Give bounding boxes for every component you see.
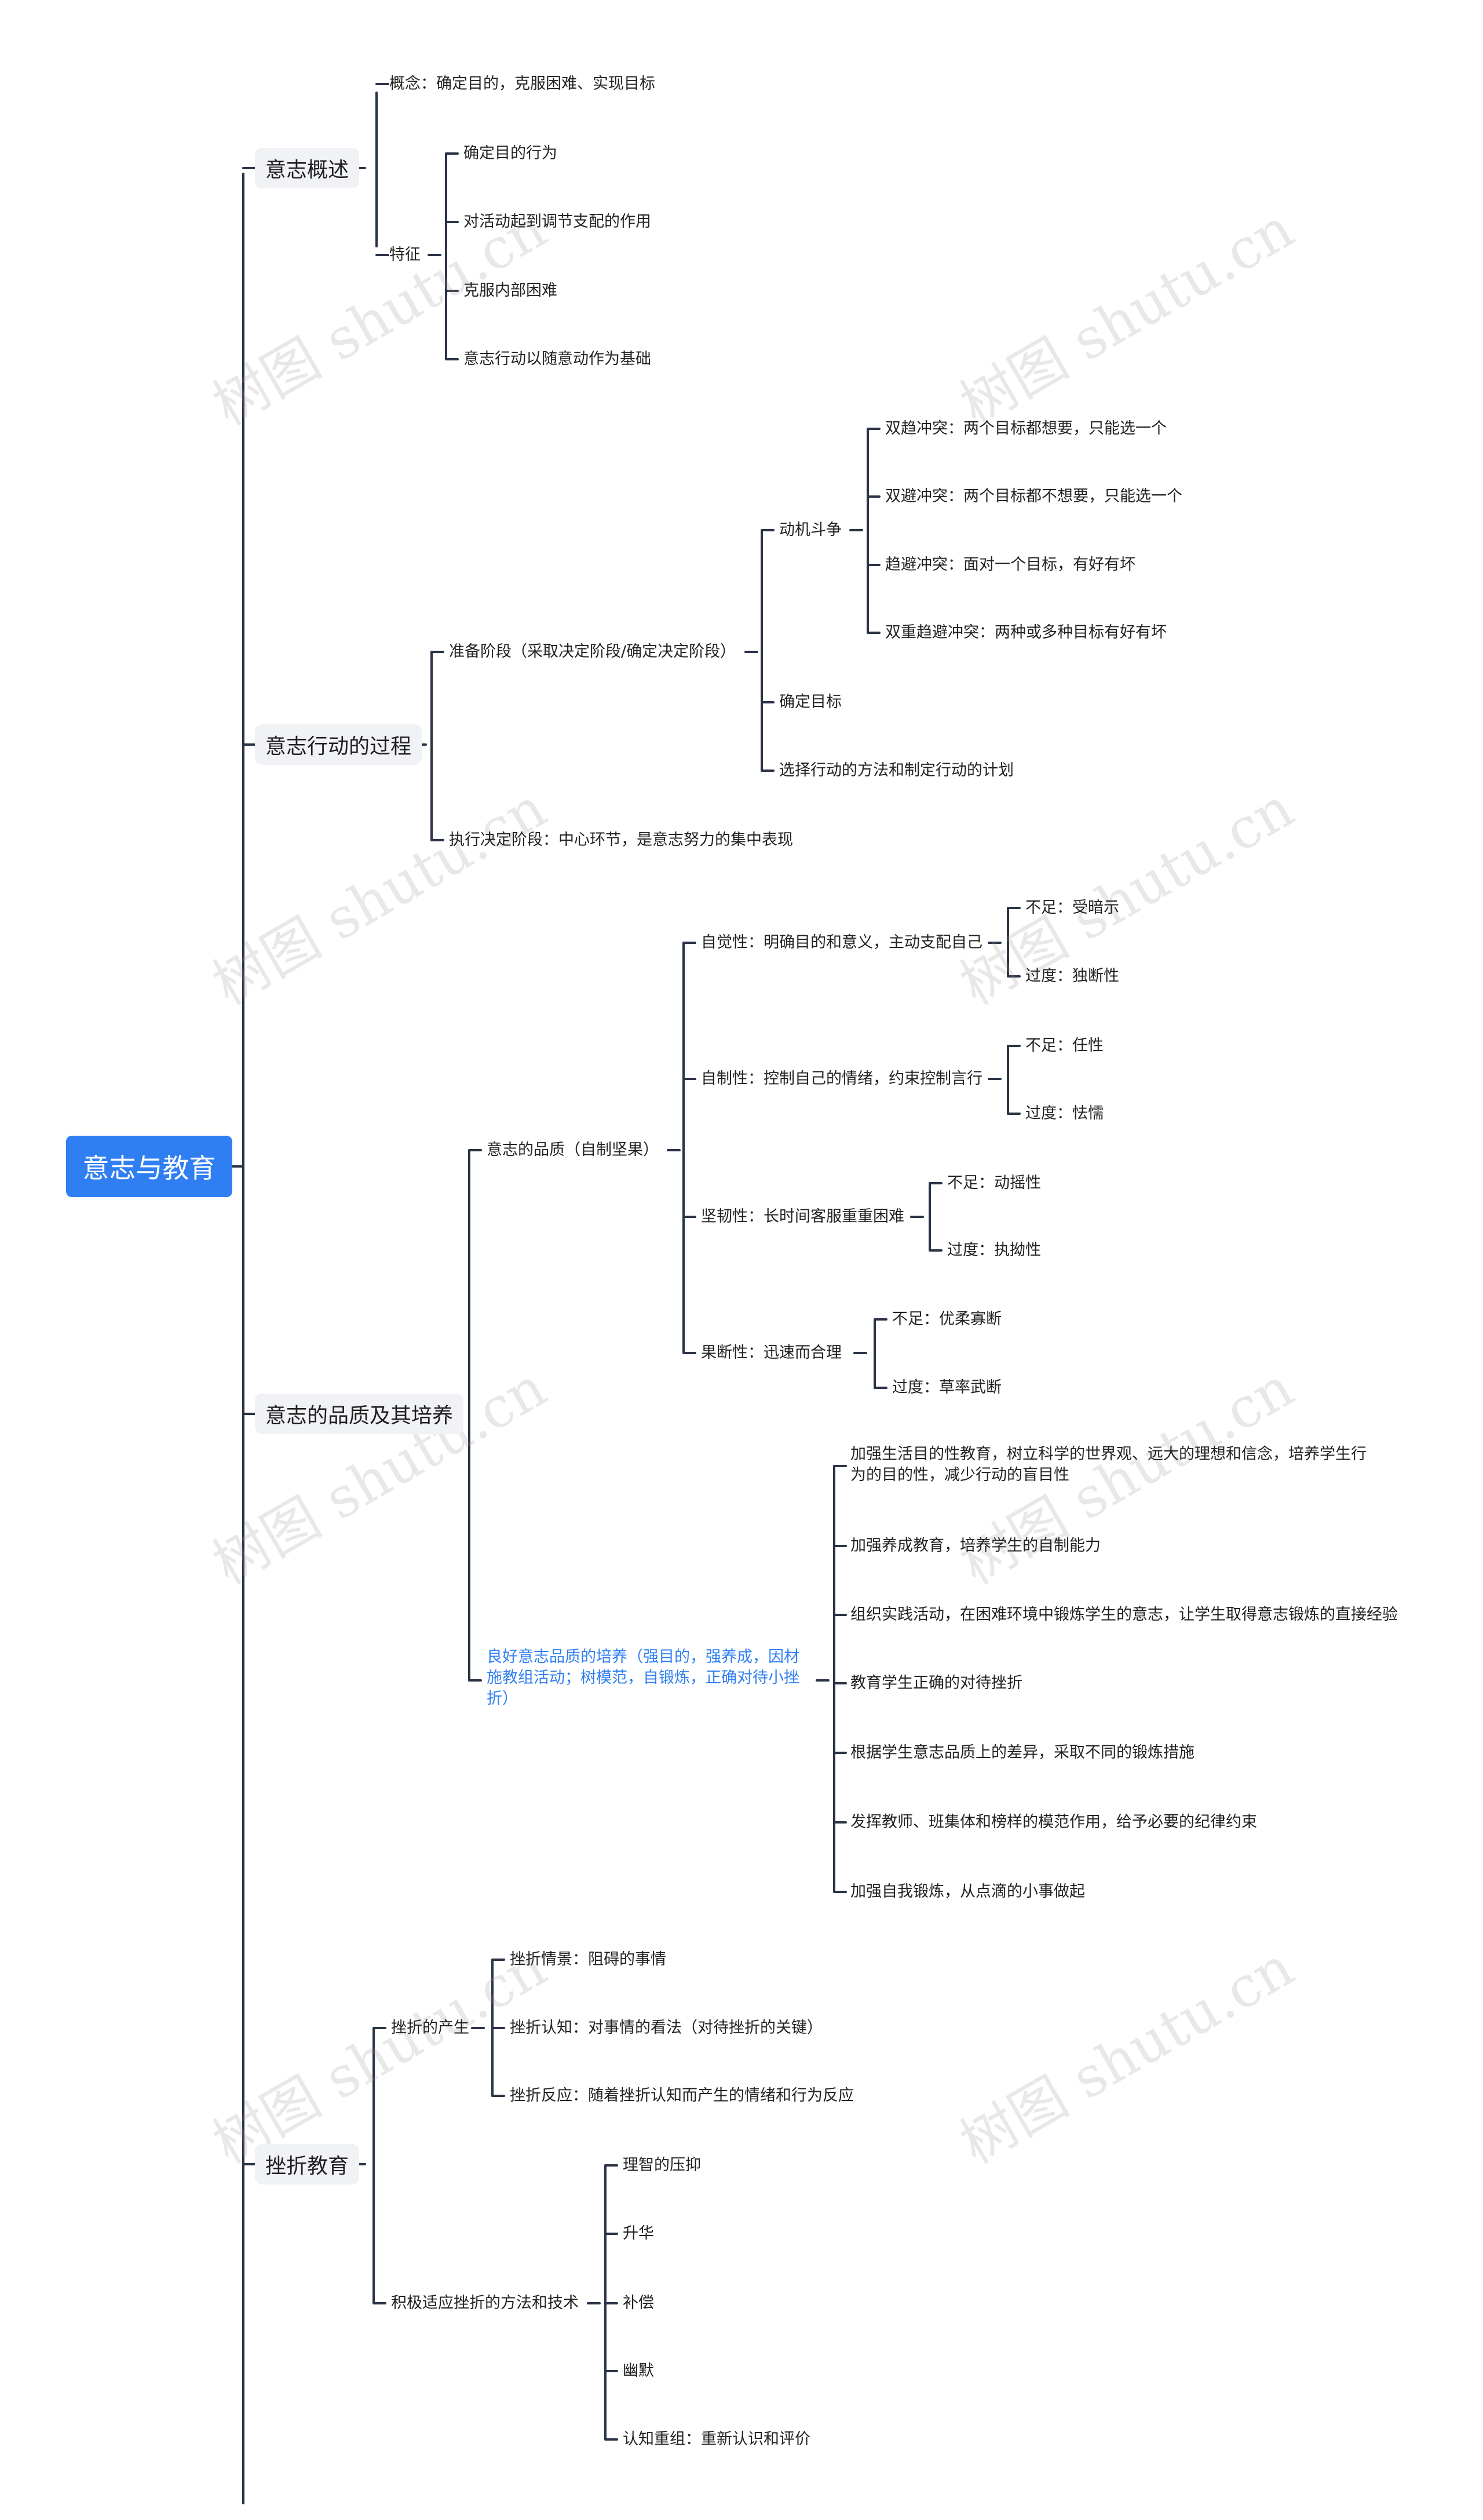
root-node[interactable]: 意志与教育 xyxy=(66,1136,232,1197)
quality-tenacity[interactable]: 坚韧性：长时间客服重重困难 xyxy=(701,1208,904,1226)
adapt-item[interactable]: 升华 xyxy=(623,2224,654,2242)
method-item[interactable]: 教育学生正确的对待挫折 xyxy=(850,1674,1022,1692)
quality-excess[interactable]: 过度：独断性 xyxy=(1025,967,1119,985)
feature-item[interactable]: 确定目的行为 xyxy=(463,144,557,162)
conflict-item[interactable]: 趋避冲突：面对一个目标，有好有坏 xyxy=(885,556,1135,574)
conflict-item[interactable]: 双重趋避冲突：两种或多种目标有好有坏 xyxy=(885,623,1167,641)
origin-item[interactable]: 挫折认知：对事情的看法（对待挫折的关键） xyxy=(510,2019,823,2037)
method-item[interactable]: 加强自我锻炼，从点滴的小事做起 xyxy=(850,1883,1085,1901)
adapt-item[interactable]: 补偿 xyxy=(623,2294,654,2312)
quality-lack[interactable]: 不足：优柔寡断 xyxy=(892,1310,1002,1328)
quality-lack[interactable]: 不足：任性 xyxy=(1025,1037,1104,1055)
adapt-item[interactable]: 认知重组：重新认识和评价 xyxy=(623,2430,810,2448)
quality-excess[interactable]: 过度：草率武断 xyxy=(892,1378,1002,1396)
process-prep[interactable]: 准备阶段（采取决定阶段/确定决定阶段） xyxy=(449,643,736,661)
quality-node[interactable]: 意志的品质（自制坚果） xyxy=(487,1141,659,1159)
quality-decisiveness[interactable]: 果断性：迅速而合理 xyxy=(701,1344,842,1362)
quality-lack[interactable]: 不足：受暗示 xyxy=(1025,899,1119,917)
feature-item[interactable]: 克服内部困难 xyxy=(463,282,557,300)
quality-excess[interactable]: 过度：怯懦 xyxy=(1025,1104,1104,1122)
feature-item[interactable]: 意志行动以随意动作为基础 xyxy=(463,350,651,368)
branch-frustration[interactable]: 挫折教育 xyxy=(255,2144,360,2185)
method-item[interactable]: 组织实践活动，在困难环境中锻炼学生的意志，让学生取得意志锻炼的直接经验 xyxy=(850,1606,1398,1624)
conflict-item[interactable]: 双避冲突：两个目标都不想要，只能选一个 xyxy=(885,487,1182,505)
process-motive[interactable]: 动机斗争 xyxy=(779,521,842,539)
method-item[interactable]: 加强养成教育，培养学生的自制能力 xyxy=(850,1537,1101,1555)
process-exec[interactable]: 执行决定阶段：中心环节，是意志努力的集中表现 xyxy=(449,831,793,849)
frustration-origin[interactable]: 挫折的产生 xyxy=(391,2019,469,2037)
overview-feature[interactable]: 特征 xyxy=(389,246,421,264)
process-goal[interactable]: 确定目标 xyxy=(779,693,842,711)
process-plan[interactable]: 选择行动的方法和制定行动的计划 xyxy=(779,761,1014,779)
quality-consciousness[interactable]: 自觉性：明确目的和意义，主动支配自己 xyxy=(701,933,982,951)
adapt-item[interactable]: 幽默 xyxy=(623,2362,654,2380)
method-item[interactable]: 加强生活目的性教育，树立科学的世界观、远大的理想和信念，培养学生行为的目的性，减… xyxy=(850,1445,1367,1484)
origin-item[interactable]: 挫折情景：阻碍的事情 xyxy=(510,1950,666,1968)
quality-lack[interactable]: 不足：动摇性 xyxy=(947,1174,1041,1192)
feature-item[interactable]: 对活动起到调节支配的作用 xyxy=(463,213,651,231)
overview-concept[interactable]: 概念：确定目的，克服困难、实现目标 xyxy=(389,75,655,93)
frustration-adapt[interactable]: 积极适应挫折的方法和技术 xyxy=(391,2294,579,2312)
method-item[interactable]: 根据学生意志品质上的差异，采取不同的锻炼措施 xyxy=(850,1744,1195,1762)
adapt-item[interactable]: 理智的压抑 xyxy=(623,2156,701,2174)
quality-selfcontrol[interactable]: 自制性：控制自己的情绪，约束控制言行 xyxy=(701,1070,982,1088)
branch-quality[interactable]: 意志的品质及其培养 xyxy=(255,1394,464,1434)
branch-process[interactable]: 意志行动的过程 xyxy=(255,724,422,765)
conflict-item[interactable]: 双趋冲突：两个目标都想要，只能选一个 xyxy=(885,420,1167,437)
quality-excess[interactable]: 过度：执拗性 xyxy=(947,1241,1041,1259)
cultivation-node[interactable]: 良好意志品质的培养（强目的，强养成，因材施教组活动；树模范，自锻炼，正确对待小挫… xyxy=(487,1648,799,1708)
method-item[interactable]: 发挥教师、班集体和榜样的模范作用，给予必要的纪律约束 xyxy=(850,1813,1257,1831)
branch-overview[interactable]: 意志概述 xyxy=(255,148,360,188)
origin-item[interactable]: 挫折反应：随着挫折认知而产生的情绪和行为反应 xyxy=(510,2087,854,2105)
